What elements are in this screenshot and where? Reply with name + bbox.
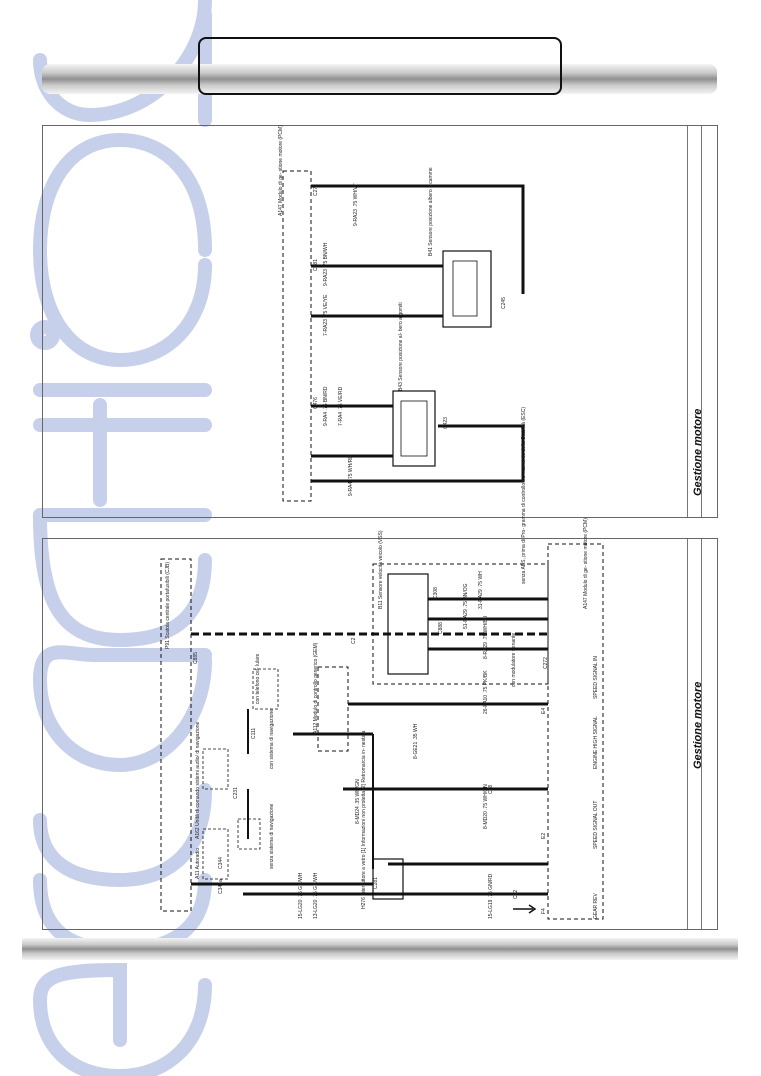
p91-label: P91 Scatola centrale portafusibili (CJB) bbox=[165, 562, 171, 649]
wiring-diagram-panel-2: Gestione motore bbox=[42, 407, 718, 930]
h276-switch-box bbox=[372, 858, 404, 900]
wire-2: 9-RA23 .75 BN/WH bbox=[323, 242, 329, 286]
connector-c888: C888 bbox=[438, 622, 444, 634]
wire-6: 9-RA4 .75 WH/RD bbox=[348, 455, 354, 496]
wire-9: 51-RA29 .75 BN/OG bbox=[463, 583, 469, 629]
wire-1: 15-LG20 .75 GN/WH bbox=[298, 872, 304, 919]
connector-c281: C281 bbox=[313, 259, 319, 271]
cjb-enclosure bbox=[160, 558, 192, 912]
connector-e2: E2 bbox=[541, 832, 547, 839]
wire-8: 8-RA29 .75 WH/BU bbox=[483, 615, 489, 659]
pcm-enclosure-b bbox=[547, 543, 604, 920]
note-no-abs: senza ABS, prima di Pro- gramma di contr… bbox=[521, 406, 527, 584]
b43-sensor-box bbox=[392, 390, 436, 467]
connector-c344a: C344a bbox=[218, 879, 224, 894]
b43-label: B43 Sensore posizione al- bero a gomiti bbox=[398, 302, 404, 391]
title-box bbox=[198, 37, 562, 95]
wire-5: 7-RA4 .75 VE/RD bbox=[338, 386, 344, 426]
panel-2-schematic bbox=[160, 543, 604, 920]
connector-c111: C111 bbox=[251, 727, 257, 739]
bottom-label-speed-in: SPEED SIGNAL IN bbox=[593, 656, 599, 699]
wire-1: 9-RA23 .75 WH/VT bbox=[353, 183, 359, 226]
b11-label: B11 Sensore velocità veicolo (VSS) bbox=[378, 530, 384, 609]
bottom-label-gear: GEAR REV bbox=[593, 893, 599, 919]
b11-sensor-box bbox=[387, 573, 429, 675]
connector-c231: C231 bbox=[233, 787, 239, 799]
footer-decorative-bar bbox=[22, 938, 738, 960]
wire-4: 9-RA4 .75 BN/RD bbox=[323, 386, 329, 426]
note-cellular: con telefono cel- lulare bbox=[255, 653, 261, 704]
note-brake-modulator: con modulatore frenante bbox=[511, 632, 517, 687]
connector-c22: C22 bbox=[513, 889, 519, 899]
bottom-label-speed-out: SPEED SIGNAL OUT bbox=[593, 800, 599, 849]
connector-c476: C476 bbox=[313, 397, 319, 409]
b41-sensor-box bbox=[442, 250, 492, 328]
panel-1-strip-edge bbox=[701, 126, 702, 517]
connector-c344: C344 bbox=[218, 857, 224, 869]
vss-enclosure bbox=[372, 563, 549, 685]
bottom-label-engine: ENGINE HIGH SIGNAL bbox=[593, 716, 599, 769]
header-decorative-bar bbox=[42, 64, 717, 94]
a162-label: A162 Unità di comando sistemi audio/ di … bbox=[195, 721, 201, 839]
connector-c88: C88 bbox=[488, 784, 494, 794]
connector-f4: F4 bbox=[541, 908, 547, 914]
connector-e4: E4 bbox=[541, 707, 547, 714]
note-navigation: con sistema di navigazione bbox=[269, 708, 275, 769]
gem-enclosure bbox=[317, 666, 349, 752]
note-no-navigation: senza sistema di navigazione bbox=[269, 803, 275, 869]
panel-2-strip bbox=[687, 539, 688, 929]
connector-c308: C308 bbox=[433, 587, 439, 599]
wire-7: 26-PA10 .75 PK/BK bbox=[483, 670, 489, 714]
wire-6: 8-GE21 .35 WH bbox=[413, 723, 419, 759]
wire-10: 31-RA29 .75 WH bbox=[478, 571, 484, 609]
pcm-enclosure bbox=[282, 170, 312, 502]
panel-1-strip bbox=[687, 126, 688, 517]
connector-c245: C245 bbox=[501, 297, 507, 309]
panel-1-schematic bbox=[282, 170, 525, 502]
wire-2: 13-LG20 .75 GN/WH bbox=[313, 872, 319, 919]
wiring-diagram-panel-1: Gestione motore A147 Modulo di ge- stion… bbox=[42, 125, 718, 518]
b41-label: B41 Sensore posizione albero a camme bbox=[428, 167, 434, 256]
connector-c272: C272 bbox=[313, 184, 319, 196]
wire-4: 8-MD24 .35 WH/GN bbox=[355, 779, 361, 824]
a112-label: A112 Modulo di controllo generico (GEM) bbox=[313, 642, 319, 734]
connector-c272: C272 bbox=[543, 657, 549, 669]
pcm-a-label: A147 Modulo di ge- stione motore (PCM) bbox=[278, 125, 284, 216]
a147-label: A147 Modulo di ge- stione motore (PCM) bbox=[583, 518, 589, 609]
panel-2-strip-edge bbox=[701, 539, 702, 929]
wire-3: 7-RA23 .75 VE/YE bbox=[323, 294, 329, 336]
connector-c2: C2 bbox=[351, 637, 357, 644]
connector-c885: C885 bbox=[193, 652, 199, 664]
connector-c281: C281 bbox=[373, 877, 379, 889]
connector-c423: C423 bbox=[443, 417, 449, 429]
wire-3: 15-LG19 .75 GN/RD bbox=[488, 873, 494, 919]
h276-label: H276 Interruttore a vetro [1] Informazio… bbox=[361, 730, 367, 909]
a11-label: A11 Autoradio bbox=[195, 847, 201, 879]
